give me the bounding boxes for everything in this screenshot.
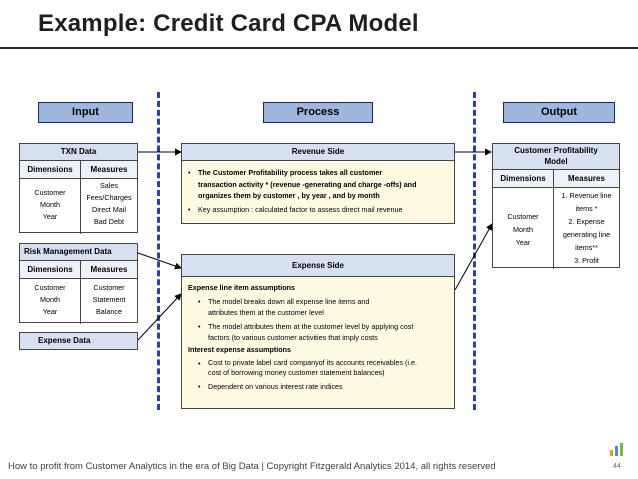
txn-data-box: TXN Data Dimensions Measures Customer Mo… (19, 143, 138, 234)
expense-bullet-2-line: factors (to various customer activities … (208, 333, 378, 342)
cpm-col-headers: Dimensions Measures (493, 170, 619, 188)
risk-dim: Month (40, 295, 60, 304)
expense-data-box: Expense Data (19, 332, 138, 350)
cpm-dim: Customer (507, 212, 539, 221)
header-input: Input (38, 102, 133, 123)
cpm-measure: 2. Expense (568, 217, 605, 226)
page-number: 44 (613, 463, 621, 470)
cpm-measures: 1. Revenue line items * 2. Expense gener… (554, 188, 619, 269)
txn-col-measures: Measures (90, 165, 128, 174)
risk-data-box: Risk Management Data Dimensions Measures… (19, 243, 138, 324)
risk-data-title: Risk Management Data (20, 244, 137, 261)
arrow-expense-to-model (454, 223, 493, 291)
title-rule (0, 47, 638, 49)
cpm-measure: 3. Profit (574, 256, 599, 265)
txn-col-headers: Dimensions Measures (20, 161, 137, 179)
cpm-measure: generating line (562, 230, 611, 239)
txn-measure: Direct Mail (92, 205, 126, 214)
divider-process-output (473, 92, 476, 410)
expense-heading-line-items: Expense line item assumptions (188, 283, 296, 292)
risk-measure: Statement (92, 295, 126, 304)
cpm-dim: Year (515, 238, 531, 247)
footer-text: How to profit from Customer Analytics in… (8, 461, 496, 472)
expense-side-body: Expense line item assumptions • The mode… (182, 277, 454, 393)
revenue-bullet-1: • The Customer Profitability process tak… (188, 168, 417, 200)
cpm-measure: items * (575, 204, 598, 213)
txn-dim: Year (42, 212, 58, 221)
txn-dims: Customer Month Year (20, 179, 81, 234)
txn-dim: Month (40, 200, 60, 209)
risk-col-measures: Measures (90, 265, 128, 274)
bar-chart-icon (609, 441, 625, 457)
revenue-bullet-1-line: The Customer Profitability process takes… (198, 168, 383, 177)
revenue-side-title: Revenue Side (182, 144, 454, 161)
txn-col-dimensions: Dimensions (20, 161, 81, 178)
header-output: Output (503, 102, 615, 123)
txn-measure: Fees/Charges (86, 193, 132, 202)
revenue-bullet-1-line: transaction activity * (revenue -generat… (198, 179, 417, 189)
txn-measures: Sales Fees/Charges Direct Mail Bad Debt (81, 179, 137, 234)
txn-measure: Bad Debt (94, 217, 124, 226)
cpm-title-line: Customer Profitability (514, 146, 598, 155)
revenue-bullet-2-text: Key assumption : calculated factor to as… (198, 204, 403, 214)
txn-measure: Sales (100, 181, 118, 190)
risk-measure: Balance (96, 307, 122, 316)
cpm-col-measures: Measures (568, 174, 605, 183)
risk-dims: Customer Month Year (20, 279, 81, 324)
expense-bullet-4: • Dependent on various interest rate ind… (198, 382, 343, 391)
expense-heading-interest: Interest expense assumptions (188, 344, 292, 354)
expense-bullet-3-line: Cost to private label card companyof its… (208, 358, 417, 367)
page-title: Example: Credit Card CPA Model (38, 10, 419, 37)
cpm-measure: 1. Revenue line (561, 191, 612, 200)
revenue-side-box: Revenue Side • The Customer Profitabilit… (181, 143, 455, 224)
expense-bullet-3: • Cost to private label card companyof i… (198, 358, 417, 377)
risk-dim: Year (42, 307, 58, 316)
revenue-side-body: • The Customer Profitability process tak… (182, 161, 454, 215)
expense-bullet-1: • The model breaks down all expense line… (198, 296, 370, 318)
cpm-body: Customer Month Year 1. Revenue line item… (493, 188, 619, 269)
risk-col-dimensions: Dimensions (20, 261, 81, 278)
expense-bullet-3-line: cost of borrowing money customer stateme… (208, 367, 385, 377)
expense-bullet-4-text: Dependent on various interest rate indic… (208, 382, 343, 391)
cpm-dims: Customer Month Year (493, 188, 554, 269)
divider-input-process (157, 92, 160, 410)
expense-side-box: Expense Side Expense line item assumptio… (181, 254, 455, 409)
expense-bullet-2-line: The model attributes them at the custome… (208, 321, 414, 331)
expense-bullet-2: • The model attributes them at the custo… (198, 321, 414, 343)
expense-bullet-1-line: The model breaks down all expense line i… (208, 296, 370, 306)
revenue-bullet-1-line: organizes them by customer , by year , a… (198, 191, 380, 200)
cpm-title: Customer Profitability Model (493, 144, 619, 170)
risk-measure: Customer (93, 283, 125, 292)
cpm-title-line: Model (544, 157, 568, 166)
txn-data-title: TXN Data (20, 144, 137, 161)
cpm-col-dimensions: Dimensions (493, 170, 554, 187)
risk-body: Customer Month Year Customer Statement B… (20, 279, 137, 324)
txn-dim: Customer (34, 188, 66, 197)
risk-col-headers: Dimensions Measures (20, 261, 137, 279)
revenue-bullet-2: • Key assumption : calculated factor to … (188, 204, 403, 214)
expense-bullet-1-line: attributes them at the customer level (208, 308, 324, 317)
customer-profitability-model-box: Customer Profitability Model Dimensions … (492, 143, 620, 269)
cpm-dim: Month (513, 225, 533, 234)
risk-measures: Customer Statement Balance (81, 279, 137, 324)
header-process: Process (263, 102, 373, 123)
txn-body: Customer Month Year Sales Fees/Charges D… (20, 179, 137, 234)
arrow-expense-data-to-expense (137, 293, 182, 341)
cpm-measure: items** (575, 243, 598, 252)
risk-dim: Customer (34, 283, 66, 292)
arrow-risk-to-expense (137, 252, 182, 270)
expense-side-title: Expense Side (182, 255, 454, 277)
